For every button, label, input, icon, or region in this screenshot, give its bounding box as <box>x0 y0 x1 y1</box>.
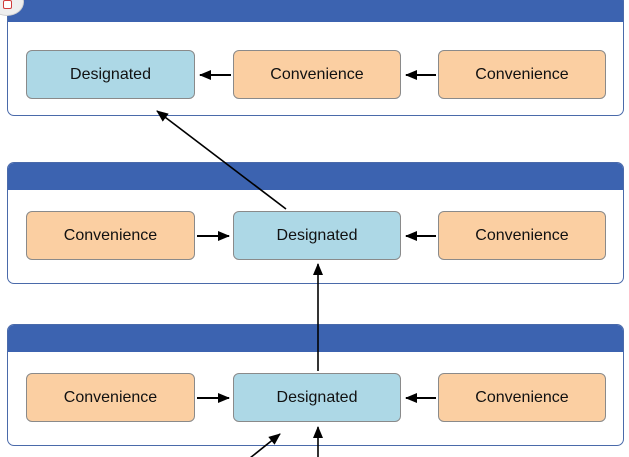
app-badge-icon <box>0 0 24 16</box>
node-convenience-tier2-right: Convenience <box>438 211 606 260</box>
node-convenience-tier2-left: Convenience <box>26 211 195 260</box>
node-convenience-tier3-left: Convenience <box>26 373 195 422</box>
node-convenience-tier3-right: Convenience <box>438 373 606 422</box>
node-designated-tier1: Designated <box>26 50 195 99</box>
tier-header-1 <box>8 0 623 22</box>
node-designated-tier2: Designated <box>233 211 401 260</box>
tier-header-3 <box>8 325 623 352</box>
tier-header-2 <box>8 163 623 190</box>
node-convenience-tier1-middle: Convenience <box>233 50 401 99</box>
arrow-from-below-diagonal <box>249 433 281 457</box>
node-designated-tier3: Designated <box>233 373 401 422</box>
node-convenience-tier1-right: Convenience <box>438 50 606 99</box>
arrow-t2-designated-up-to-t1 <box>156 110 287 210</box>
